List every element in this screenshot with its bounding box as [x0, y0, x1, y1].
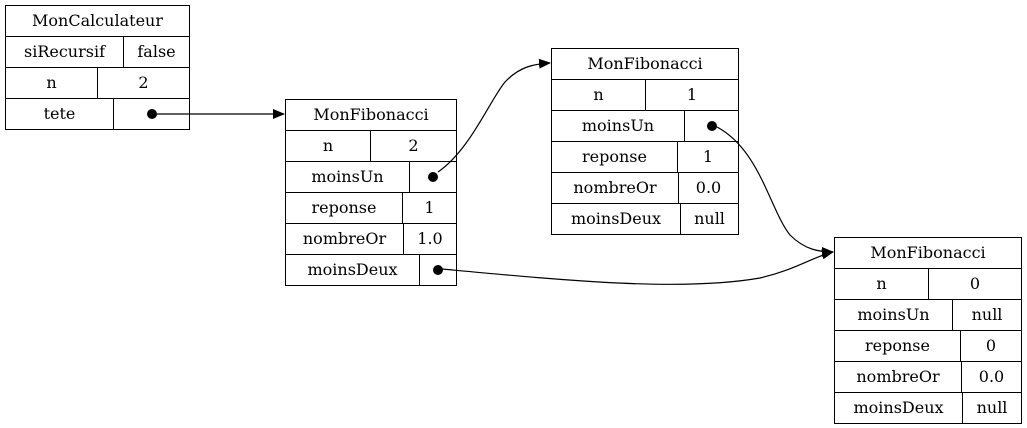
edge-moinsdeux-to-fibonacci-n0 — [441, 249, 834, 285]
pointer-port-moinsun — [410, 162, 456, 192]
field-value: 0 — [985, 336, 997, 355]
field-key: reponse — [286, 193, 403, 223]
field-row-n: n 2 — [6, 68, 189, 99]
field-row-nombreor: nombreOr 0.0 — [552, 173, 738, 204]
field-key: nombreOr — [286, 224, 404, 254]
field-key: n — [835, 269, 929, 299]
field-row-sirecursif: siRecursif false — [6, 37, 189, 68]
node-mon-calculateur: MonCalculateur siRecursif false n 2 tete — [5, 5, 190, 130]
field-row-moinsun: moinsUn — [286, 162, 456, 193]
field-row-n: n 0 — [835, 269, 1021, 300]
field-row-reponse: reponse 1 — [286, 193, 456, 224]
pointer-dot — [428, 172, 438, 182]
field-row-reponse: reponse 1 — [552, 142, 738, 173]
field-value: 1 — [424, 198, 435, 217]
field-row-reponse: reponse 0 — [835, 331, 1021, 362]
field-key: n — [286, 131, 371, 161]
node-title: MonCalculateur — [6, 6, 189, 37]
field-value: null — [694, 209, 725, 228]
field-value: 1.0 — [417, 229, 443, 248]
node-mon-fibonacci-n1: MonFibonacci n 1 moinsUn reponse 1 nombr… — [551, 48, 739, 235]
pointer-dot — [433, 265, 443, 275]
field-row-nombreor: nombreOr 0.0 — [835, 362, 1021, 393]
pointer-port-tete — [114, 99, 189, 129]
field-key: reponse — [835, 331, 961, 361]
field-row-moinsdeux: moinsDeux — [286, 255, 456, 285]
field-key: reponse — [552, 142, 678, 172]
field-key: moinsDeux — [835, 393, 963, 423]
node-title: MonFibonacci — [835, 238, 1021, 269]
field-value: 0.0 — [978, 367, 1005, 386]
node-mon-fibonacci-n2: MonFibonacci n 2 moinsUn reponse 1 nombr… — [285, 99, 457, 286]
field-key: moinsDeux — [552, 204, 681, 234]
field-key: moinsUn — [552, 111, 685, 141]
field-value: false — [137, 42, 176, 61]
node-mon-fibonacci-n0: MonFibonacci n 0 moinsUn null reponse 0 … — [834, 237, 1022, 424]
field-key: tete — [6, 99, 114, 129]
pointer-dot — [706, 121, 717, 131]
field-key: moinsUn — [286, 162, 410, 192]
field-row-tete: tete — [6, 99, 189, 129]
edge-moinsun-to-fibonacci-n1 — [437, 58, 551, 173]
pointer-port-moinsun — [685, 111, 738, 141]
field-value: 1 — [702, 147, 714, 166]
field-key: moinsUn — [835, 300, 953, 330]
node-title: MonFibonacci — [286, 100, 456, 131]
node-title: MonFibonacci — [552, 49, 738, 80]
field-value: null — [971, 305, 1003, 324]
edge-moinsun-n1-to-fibonacci-n0 — [716, 126, 834, 257]
field-value: null — [976, 398, 1008, 417]
field-row-n: n 1 — [552, 80, 738, 111]
field-key: nombreOr — [552, 173, 679, 203]
pointer-port-moinsdeux — [420, 255, 456, 285]
field-value: 1 — [686, 85, 698, 104]
field-row-moinsun: moinsUn — [552, 111, 738, 142]
field-row-moinsdeux: moinsDeux null — [835, 393, 1021, 423]
pointer-dot — [146, 109, 157, 119]
field-key: n — [6, 68, 98, 98]
field-row-moinsun: moinsUn null — [835, 300, 1021, 331]
field-row-nombreor: nombreOr 1.0 — [286, 224, 456, 255]
field-value: 2 — [138, 73, 149, 92]
field-key: nombreOr — [835, 362, 962, 392]
field-key: moinsDeux — [286, 255, 420, 285]
field-key: siRecursif — [6, 37, 124, 67]
field-value: 0.0 — [695, 178, 722, 197]
field-key: n — [552, 80, 646, 110]
field-row-moinsdeux: moinsDeux null — [552, 204, 738, 234]
field-row-n: n 2 — [286, 131, 456, 162]
field-value: 0 — [969, 274, 981, 293]
field-value: 2 — [408, 136, 419, 155]
